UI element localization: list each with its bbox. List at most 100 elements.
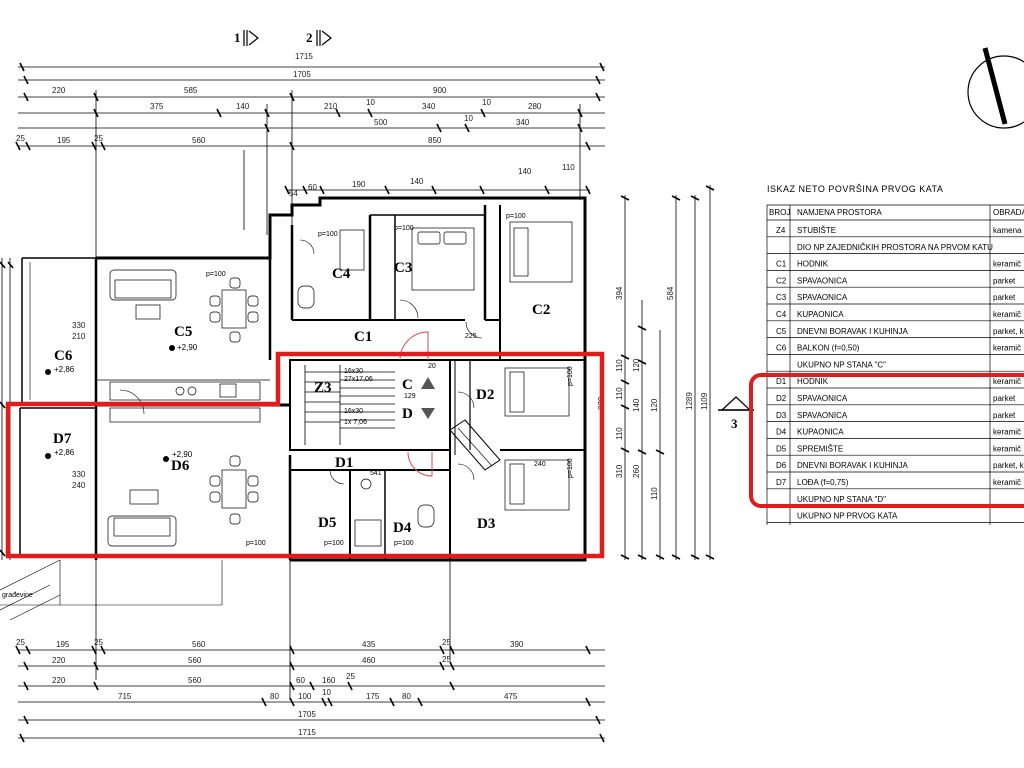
furniture (107, 221, 573, 547)
floor-note: p=100 (567, 458, 574, 478)
dim-text: 140 (632, 398, 641, 412)
dim-text: 10 (482, 98, 491, 107)
dim-text: 715 (118, 692, 132, 701)
dim-text: 390 (510, 640, 524, 649)
dim-text: 900 (433, 86, 447, 95)
table-cell-finish: kamena (993, 226, 1022, 235)
table-cell-num: C3 (776, 293, 787, 302)
table-cell-name: HODNIK (797, 260, 829, 269)
table-cell-name: SPAVAONICA (797, 411, 848, 420)
dim-text: 60 (296, 676, 305, 685)
dim-text: 560 (192, 136, 206, 145)
table-header-name: NAMJENA PROSTORA (797, 208, 882, 217)
dim-text: 220 (52, 676, 66, 685)
table-cell-name: UKUPNO NP STANA "C" (797, 360, 886, 369)
level-markers: +2,90 +2,86 +2,86 +2,90 p=100 p=100 p=10… (45, 213, 574, 547)
dim-text: 375 (150, 102, 164, 111)
dim-text: 310 (615, 464, 624, 478)
table-cell-name: KUPAONICA (797, 428, 844, 437)
table-cell-name: KUPAONICA (797, 310, 844, 319)
room-label: D5 (318, 515, 336, 531)
table-cell-finish: keramič (993, 344, 1021, 353)
table-cell-finish: parket, k (993, 327, 1024, 336)
stair-note: 20 (428, 363, 436, 370)
room-label: C3 (394, 260, 412, 276)
table-cell-num: Z4 (776, 226, 786, 235)
dim-text: 1289 (685, 392, 694, 410)
table-cell-finish: parket, k (993, 461, 1024, 470)
level-text: +2,86 (54, 448, 75, 457)
table-cell-name: SPAVAONICA (797, 276, 848, 285)
dim-text: 25 (16, 134, 25, 143)
table-cell-num: C4 (776, 310, 787, 319)
building-walls (19, 196, 587, 562)
table-cell-finish: parket (993, 276, 1016, 285)
level-text: +2,90 (172, 450, 193, 459)
dim-text: 220 (52, 656, 66, 665)
dim-text: 280 (528, 102, 542, 111)
table-cell-name: HODNIK (797, 377, 829, 386)
table-cell-finish: parket (993, 394, 1016, 403)
table-cell-num: D2 (776, 394, 787, 403)
north-arrow-icon (967, 47, 1024, 129)
dim-text: 330 (72, 321, 86, 330)
dim-text: 140 (236, 102, 250, 111)
dim-text: 1705 (293, 70, 311, 79)
table-cell-num: C2 (776, 276, 787, 285)
stair-up-icon (421, 377, 435, 389)
dim-text: 110 (650, 487, 659, 500)
table-header-num: BROJ (769, 208, 790, 217)
table-cell-num: D5 (776, 444, 787, 453)
dim-text: 585 (184, 86, 198, 95)
table-cell-finish: keramič (993, 478, 1021, 487)
table-title: ISKAZ NETO POVRŠINA PRVOG KATA (767, 184, 943, 194)
level-text: +2,86 (54, 365, 75, 374)
axis-marker-icon (316, 30, 332, 46)
dim-text: 1705 (298, 710, 316, 719)
room-label: C5 (174, 324, 192, 340)
right-dimension-lines (620, 185, 715, 560)
floor-note: p=100 (567, 366, 574, 386)
dim-text: 220 (52, 86, 66, 95)
room-label: D4 (393, 520, 412, 536)
stair-note: 1x 7,06 (344, 419, 367, 426)
dim-text: 195 (57, 136, 71, 145)
dim-text: 1109 (700, 392, 709, 410)
table-cell-name: UKUPNO NP STANA "D" (797, 495, 886, 504)
dim-text: 475 (504, 692, 518, 701)
dim-text: 120 (650, 398, 659, 412)
table-cell-num: D3 (776, 411, 787, 420)
table-highlight (749, 373, 1024, 508)
room-label: Z3 (314, 380, 332, 396)
room-label: C1 (354, 329, 372, 345)
dim-text: 110 (562, 163, 575, 172)
bottom-dimension-texts: 25 195 25 560 435 25 390 220 560 460 25 … (16, 638, 524, 737)
dim-text: 110 (615, 387, 624, 400)
dim-text: 560 (188, 656, 202, 665)
dim-text: 330 (72, 470, 86, 479)
dim-text: 140 (518, 167, 532, 176)
table-cell-num: C6 (776, 344, 787, 353)
room-label: D2 (476, 387, 494, 403)
dim-text: 210 (72, 332, 86, 341)
bottom-dimension-lines (15, 560, 605, 743)
dim-text: 80 (270, 692, 279, 701)
site-label: građevine (2, 592, 33, 599)
stair-direction-icons (421, 377, 435, 419)
room-label: D3 (477, 516, 495, 532)
dim-text: 394 (615, 286, 624, 300)
axis-label-1: 1 (234, 30, 241, 45)
room-labels: C4 C3 C2 C1 C5 C6 Z3 C D D2 D1 D7 D6 D5 … (53, 260, 550, 536)
dim-text: 500 (374, 118, 388, 127)
axis-marker-icon (243, 30, 259, 46)
room-label: D7 (53, 431, 72, 447)
table-cell-finish: keramič (993, 428, 1021, 437)
table-cell-finish: keramič (993, 310, 1021, 319)
table-cell-name: LOĐA (f=0,75) (797, 478, 849, 487)
table-cell-name: DNEVNI BORAVAK I KUHINJA (797, 327, 909, 336)
dim-text: 100 (298, 692, 312, 701)
table-cell-num: D4 (776, 428, 787, 437)
table-cell-name: DIO NP ZAJEDNIČKIH PROSTORA NA PRVOM KAT… (797, 243, 993, 252)
table-header-finish: OBRADA (993, 208, 1024, 217)
